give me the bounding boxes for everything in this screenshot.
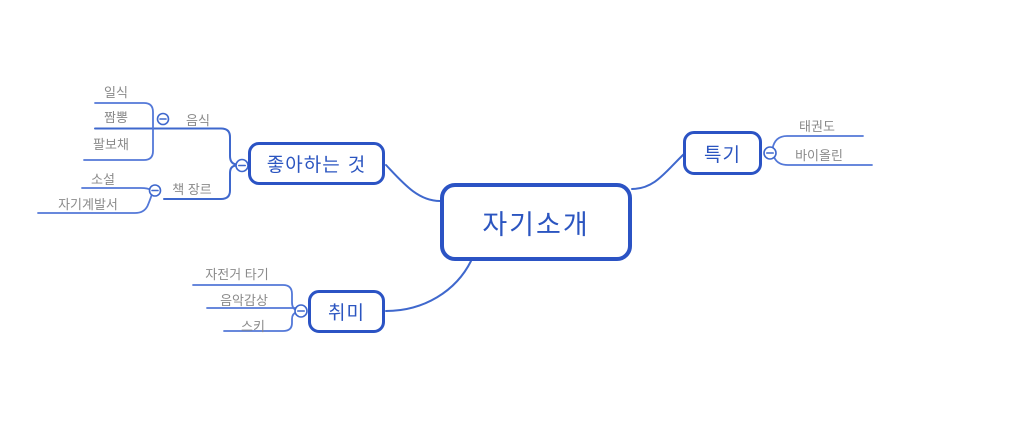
- leaf-palbochae[interactable]: 팔보채: [93, 137, 129, 152]
- leaf-taekwondo[interactable]: 태권도: [799, 119, 835, 134]
- collapse-toggle-likes[interactable]: [235, 158, 249, 173]
- node-specialty[interactable]: 특기: [683, 131, 762, 175]
- edge-root-to-specialty: [631, 153, 685, 190]
- node-likes-label: 좋아하는 것: [266, 154, 367, 176]
- collapse-toggle-specialty[interactable]: [763, 146, 777, 160]
- node-root-label: 자기소개: [482, 209, 590, 241]
- edge-food-leaves: [83, 102, 154, 161]
- edge-ski: [223, 311, 298, 332]
- leaf-ski[interactable]: 스키: [241, 319, 265, 334]
- collapse-toggle-food[interactable]: [156, 112, 170, 126]
- leaf-music-listening[interactable]: 음악감상: [220, 293, 268, 308]
- edge-root-to-hobby: [385, 260, 472, 312]
- edge-book-genre-branch: [163, 164, 238, 200]
- edge-violin: [773, 157, 873, 166]
- edge-root-to-likes: [385, 164, 441, 202]
- leaf-self-development-book[interactable]: 자기계발서: [58, 197, 118, 212]
- leaf-violin[interactable]: 바이올린: [795, 148, 843, 163]
- node-hobby[interactable]: 취미: [308, 290, 385, 333]
- edge-food-branch: [94, 127, 238, 166]
- node-specialty-label: 특기: [704, 143, 741, 166]
- edge-self-development: [37, 194, 153, 214]
- edge-novel: [81, 187, 152, 191]
- collapse-toggle-book-genre[interactable]: [148, 184, 162, 197]
- edge-taekwondo: [771, 135, 864, 150]
- node-book-genre[interactable]: 책 장르: [172, 182, 212, 197]
- leaf-cycling[interactable]: 자전거 타기: [205, 267, 269, 282]
- node-hobby-label: 취미: [328, 302, 365, 324]
- collapse-toggle-hobby[interactable]: [294, 304, 308, 318]
- node-root[interactable]: 자기소개: [440, 183, 632, 261]
- leaf-jjamppong[interactable]: 짬뽕: [104, 110, 128, 125]
- node-likes[interactable]: 좋아하는 것: [248, 142, 385, 185]
- node-food[interactable]: 음식: [186, 113, 210, 128]
- leaf-novel[interactable]: 소설: [91, 172, 115, 187]
- leaf-japanese-food[interactable]: 일식: [104, 85, 128, 100]
